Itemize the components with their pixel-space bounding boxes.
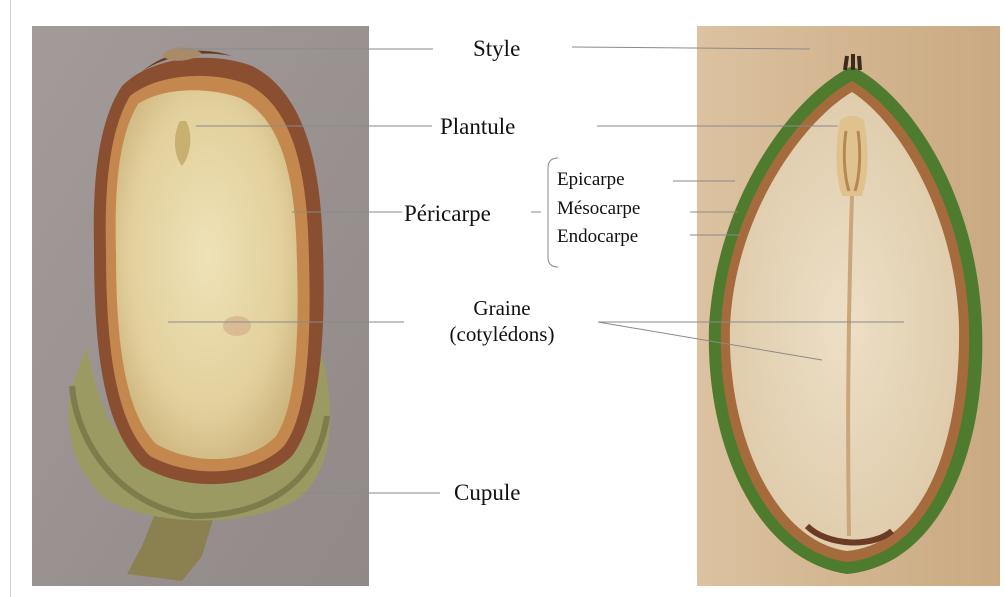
right-acorn-drawing <box>697 26 1000 586</box>
left-acorn-photo <box>32 26 369 586</box>
label-graine-line1: Graine <box>410 298 594 319</box>
label-graine: Graine (cotylédons) <box>410 298 594 345</box>
label-pericarpe: Péricarpe <box>404 202 491 225</box>
right-acorn-photo <box>697 26 1000 586</box>
label-plantule: Plantule <box>440 115 515 138</box>
left-acorn-drawing <box>32 26 369 586</box>
label-epicarpe: Epicarpe <box>557 170 625 189</box>
label-graine-line2: (cotylédons) <box>410 324 594 345</box>
label-style: Style <box>473 37 520 60</box>
label-endocarpe: Endocarpe <box>557 227 638 246</box>
left-edge-rule <box>10 0 11 597</box>
label-cupule: Cupule <box>454 481 520 504</box>
label-mesocarpe: Mésocarpe <box>557 199 640 218</box>
